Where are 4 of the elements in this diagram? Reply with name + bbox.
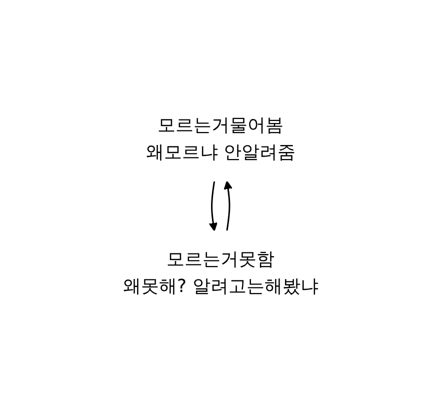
arrow <box>209 180 218 231</box>
node-text: 모르는거물어봄 왜모르냐 안알려줌 <box>146 114 296 162</box>
arrow <box>224 180 233 231</box>
node-text: 모르는거못함 왜못해? 알려고는해봤냐 <box>123 248 319 296</box>
